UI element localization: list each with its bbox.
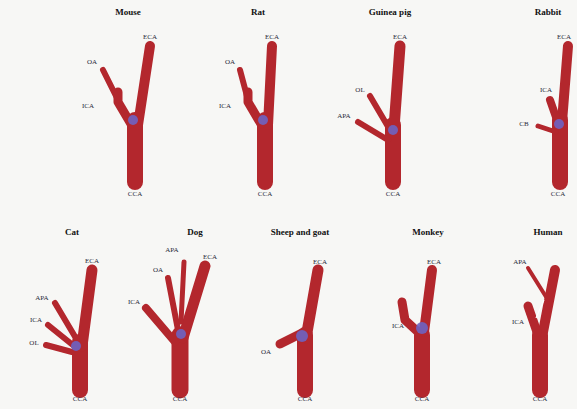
species-title: Guinea pig xyxy=(369,8,411,17)
vessel-label: OA xyxy=(225,59,235,66)
vessel-label: ECA xyxy=(143,34,157,41)
vessel-label: CCA xyxy=(258,191,272,198)
vessel-label: ECA xyxy=(203,254,217,261)
species-title: Rabbit xyxy=(535,8,562,17)
species-title: Rat xyxy=(251,8,265,17)
vessel-label: OL xyxy=(355,87,364,94)
species-title: Sheep and goat xyxy=(271,228,330,237)
vessel-label: ICA xyxy=(512,319,524,326)
vessel-label: CCA xyxy=(298,396,312,403)
vessel-label: CCA xyxy=(415,396,429,403)
vessel-label: CCA xyxy=(73,396,87,403)
vessel-label: CCA xyxy=(173,396,187,403)
vessel-label: ICA xyxy=(30,317,42,324)
species-title: Human xyxy=(533,228,562,237)
vessel-label: OL xyxy=(29,340,38,347)
vessel-label: CB xyxy=(519,121,528,128)
species-title: Monkey xyxy=(412,228,444,237)
vessel-label: ICA xyxy=(128,299,140,306)
vessel-label: ICA xyxy=(392,323,404,330)
vessel-label: APA xyxy=(337,113,350,120)
vessel-label: CCA xyxy=(386,191,400,198)
vessel-label: APA xyxy=(35,295,48,302)
vessel-label: ECA xyxy=(557,34,571,41)
vessel-label: ECA xyxy=(393,34,407,41)
vessel-label: ICA xyxy=(540,87,552,94)
vessel-label: APA xyxy=(513,259,526,266)
vessel-label: ECA xyxy=(313,259,327,266)
vessel-label: APA xyxy=(165,247,178,254)
species-title: Dog xyxy=(187,228,203,237)
species-title: Mouse xyxy=(115,8,141,17)
vessel-label: CCA xyxy=(533,396,547,403)
vessel-label: CCA xyxy=(128,191,142,198)
vessel-label: CCA xyxy=(551,191,565,198)
vessel-label: OA xyxy=(87,59,97,66)
vessel-label: ICA xyxy=(219,103,231,110)
vessel-label: ECA xyxy=(265,34,279,41)
species-title: Cat xyxy=(65,228,79,237)
vessel-label: OA xyxy=(153,267,163,274)
vessel-label: ECA xyxy=(427,259,441,266)
vessel-label: ICA xyxy=(82,103,94,110)
vessel-label: OA xyxy=(261,349,271,356)
vessel-label: ECA xyxy=(85,258,99,265)
